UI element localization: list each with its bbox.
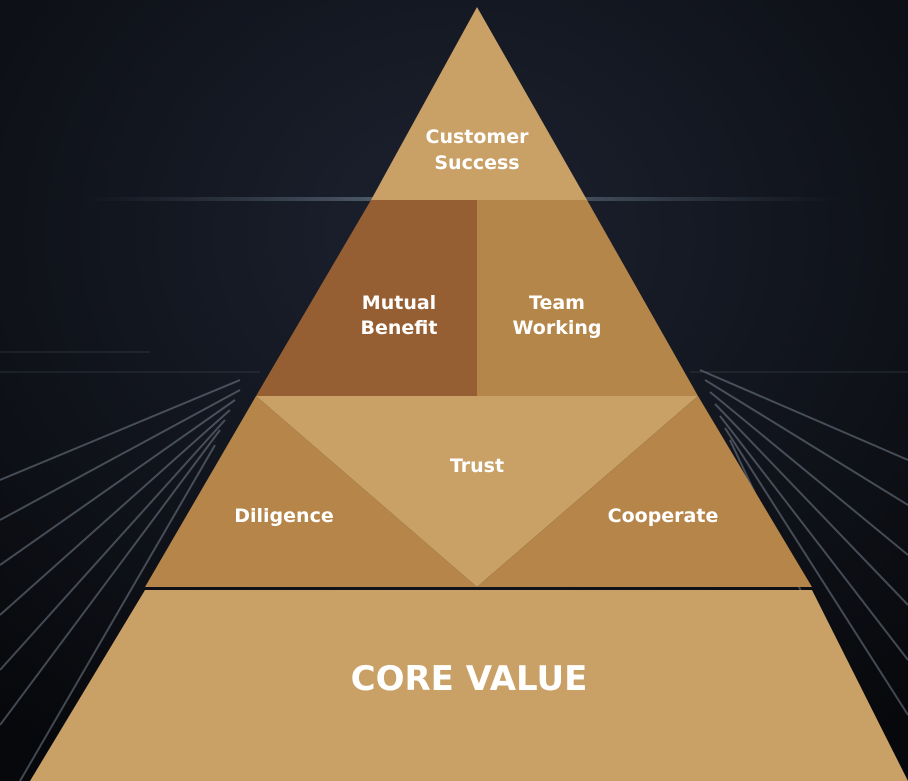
label-mutual-benefit-line2: Benefit [361,317,438,339]
label-team-working-line1: Team [529,292,585,314]
tier-top [371,7,587,200]
label-mutual-benefit-line1: Mutual [362,292,436,314]
label-core-value: CORE VALUE [351,659,588,699]
light-streaks-dim [0,351,908,373]
tier-second-left [256,200,477,396]
tier-third-right [477,396,812,587]
label-diligence: Diligence [234,505,333,527]
tier-base [30,590,908,781]
label-top-line2: Success [434,152,519,174]
tier-third-center [256,396,698,587]
tier-second-right [477,200,698,396]
label-trust: Trust [450,455,504,477]
label-top-line1: Customer [426,126,530,148]
tier-third-left [145,396,477,587]
label-team-working-line2: Working [513,317,602,339]
label-cooperate: Cooperate [608,505,719,527]
